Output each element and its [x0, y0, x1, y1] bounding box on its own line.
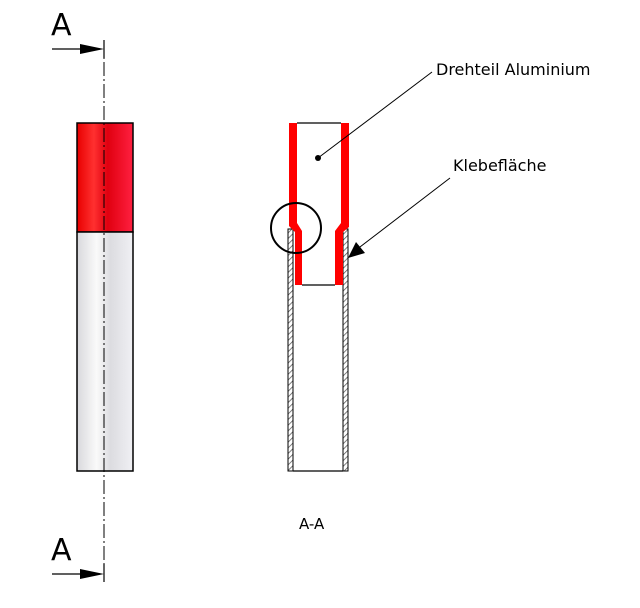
callout-turned-part: Drehteil Aluminium	[436, 60, 591, 79]
aluminium-part-side	[76, 122, 134, 233]
section-arrow-top	[52, 40, 105, 58]
side-view	[76, 40, 134, 582]
section-arrow-bottom	[52, 564, 105, 582]
leader-line-turned-part	[317, 71, 433, 159]
aluminium-wall-right	[335, 123, 349, 285]
section-view-label: A-A	[299, 515, 325, 533]
tube-wall-right	[342, 228, 349, 472]
leader-line-bond-surface	[355, 177, 451, 251]
section-view	[270, 71, 451, 472]
tube-side	[76, 231, 134, 472]
detail-circle	[270, 202, 322, 254]
tube-wall-left	[287, 228, 294, 472]
leader-arrowhead	[348, 242, 365, 258]
section-mark-top: A	[51, 8, 72, 43]
section-mark-bottom: A	[51, 533, 72, 568]
callout-bond-surface: Klebefläche	[453, 156, 547, 175]
